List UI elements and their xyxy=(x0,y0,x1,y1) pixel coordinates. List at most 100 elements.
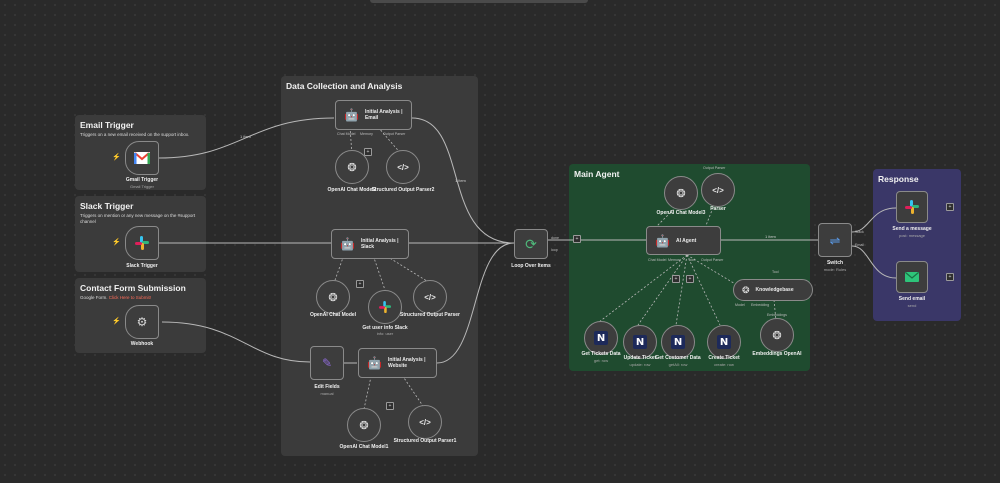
gmail-trigger-sublabel: Gmail Trigger xyxy=(129,184,154,189)
embeddings-openai-node[interactable]: ❂ xyxy=(760,318,794,352)
openai-chat-model-label: OpenAI Chat Model xyxy=(309,312,357,318)
slack-trigger-node[interactable] xyxy=(125,226,159,260)
openai-chat-model1-node[interactable]: ❂ xyxy=(347,408,381,442)
openai-chat-model-node[interactable]: ❂ xyxy=(316,280,350,314)
webhook-label: Webhook xyxy=(130,341,154,347)
openai-icon: ❂ xyxy=(347,161,357,174)
switch-node[interactable]: ⇌ xyxy=(818,223,852,257)
pencil-icon: ✎ xyxy=(321,356,333,370)
structured-parser-node[interactable]: </> xyxy=(413,280,447,314)
wire-tool-create xyxy=(686,254,721,326)
get-customer-sublabel: getAll: row xyxy=(668,362,688,367)
wire-tool-get-tickets xyxy=(598,254,688,323)
initial-analysis-website-node[interactable]: 🤖 Initial Analysis | Website xyxy=(358,348,437,378)
node-label: AI Agent xyxy=(675,237,697,244)
wire-embeddings xyxy=(773,299,777,322)
openai-chat-model3-node[interactable]: ❂ xyxy=(664,176,698,210)
initial-analysis-email-node[interactable]: 🤖 Initial Analysis | Email xyxy=(335,100,412,130)
send-message-label: Send a message xyxy=(892,226,932,232)
database-n-icon: N xyxy=(633,335,647,349)
openai-icon: ❂ xyxy=(676,187,686,200)
code-icon: </> xyxy=(712,185,724,195)
wire-switch-to-email xyxy=(851,245,897,279)
switch-icon: ⇌ xyxy=(829,232,841,248)
slack-icon xyxy=(379,301,391,313)
gmail-trigger-node[interactable] xyxy=(125,141,159,175)
sticky-title: Response xyxy=(878,174,919,184)
slack-icon xyxy=(135,236,149,250)
add-tool-button[interactable]: + xyxy=(686,275,694,283)
wire-tool-update xyxy=(637,254,688,326)
add-memory-button[interactable]: + xyxy=(672,275,680,283)
send-email-sublabel: send xyxy=(907,303,917,308)
robot-icon: 🤖 xyxy=(344,108,359,122)
get-tickets-sublabel: get: row xyxy=(593,358,609,363)
openai-icon: ❂ xyxy=(772,329,782,342)
structured-parser2-label: Structured Output Parser2 xyxy=(371,187,435,193)
send-message-node[interactable] xyxy=(896,191,928,223)
webhook-node[interactable]: ⚙ xyxy=(125,305,159,339)
update-ticket-label: Update Ticket xyxy=(623,355,657,361)
sticky-description: Triggers on mention or any new message o… xyxy=(80,213,196,224)
get-user-slack-node[interactable] xyxy=(368,290,402,324)
sticky-data-collection[interactable]: Data Collection and Analysis xyxy=(281,76,478,456)
embeddings-openai-label: Embeddings OpenAI xyxy=(752,351,802,357)
sticky-title: Data Collection and Analysis xyxy=(286,81,403,91)
sticky-title: Contact Form Submission xyxy=(80,283,186,293)
sticky-title: Slack Trigger xyxy=(80,201,134,211)
agent-parser-label: Parser xyxy=(710,206,726,212)
update-ticket-node[interactable]: N xyxy=(623,325,657,359)
slack-icon xyxy=(905,200,919,214)
wire-webhook-to-edit-fields xyxy=(161,321,311,363)
wire-item-count: 1 item xyxy=(455,178,466,183)
get-customer-node[interactable]: N xyxy=(661,325,695,359)
port-loop: loop xyxy=(551,248,558,252)
port-embeddings: Embeddings xyxy=(767,313,787,317)
create-ticket-node[interactable]: N xyxy=(707,325,741,359)
knowledgebase-node[interactable]: ❂ Knowledgebase xyxy=(733,279,813,301)
add-next-node-button[interactable]: + xyxy=(946,203,954,211)
get-user-slack-sublabel: info: user xyxy=(376,331,394,336)
create-ticket-label: Create Ticket xyxy=(708,355,740,361)
add-memory-button[interactable]: + xyxy=(386,402,394,410)
structured-parser2-node[interactable]: </> xyxy=(386,150,420,184)
openai-chat-model1-label: OpenAI Chat Model1 xyxy=(339,444,389,450)
initial-analysis-slack-node[interactable]: 🤖 Initial Analysis | Slack xyxy=(331,229,409,259)
loop-over-items-node[interactable]: ⟳ xyxy=(514,229,548,259)
add-memory-button[interactable]: + xyxy=(356,280,364,288)
switch-sublabel: mode: Rules xyxy=(823,267,847,272)
port-done: done xyxy=(551,236,559,240)
wire-item-count: 1 item xyxy=(240,134,251,139)
node-label: Initial Analysis | Email xyxy=(364,109,403,121)
sticky-description: Triggers on a new email received on the … xyxy=(80,132,190,137)
ai-agent-node[interactable]: 🤖 AI Agent xyxy=(646,226,721,255)
code-icon: </> xyxy=(419,417,431,427)
port-tool: Tool xyxy=(772,270,779,274)
send-email-node[interactable] xyxy=(896,261,928,293)
lightning-icon: ⚡ xyxy=(112,318,121,325)
add-memory-button[interactable]: + xyxy=(364,148,372,156)
get-user-slack-label: Get user info Slack xyxy=(362,325,408,331)
add-next-node-button[interactable]: + xyxy=(946,273,954,281)
openai-chat-model2-label: OpenAI Chat Model2 xyxy=(327,187,377,193)
structured-parser-label: Structured Output Parser xyxy=(399,312,460,318)
port-slack: Slack xyxy=(855,230,864,234)
get-tickets-label: Get Tickets Data xyxy=(581,351,621,357)
submit-form-link[interactable]: Click Here to Submit! xyxy=(108,295,152,300)
database-n-icon: N xyxy=(671,335,685,349)
add-done-branch-button[interactable]: + xyxy=(573,235,581,243)
sticky-title: Email Trigger xyxy=(80,120,134,130)
description-prefix: Google Form. xyxy=(80,295,109,300)
get-tickets-node[interactable]: N xyxy=(584,321,618,355)
agent-parser-node[interactable]: </> xyxy=(701,173,735,207)
openai-chat-model2-node[interactable]: ❂ xyxy=(335,150,369,184)
node-label: Initial Analysis | Slack xyxy=(360,238,399,250)
structured-parser1-node[interactable]: </> xyxy=(408,405,442,439)
wire-sub-model2 xyxy=(349,126,353,156)
webhook-icon: ⚙ xyxy=(136,315,148,329)
get-customer-label: Get Customer Data xyxy=(655,355,701,361)
node-label: Knowledgebase xyxy=(755,287,794,293)
wire-tool-get-customer xyxy=(675,254,688,326)
edit-fields-node[interactable]: ✎ xyxy=(310,346,344,380)
port-email: Email xyxy=(855,243,864,247)
